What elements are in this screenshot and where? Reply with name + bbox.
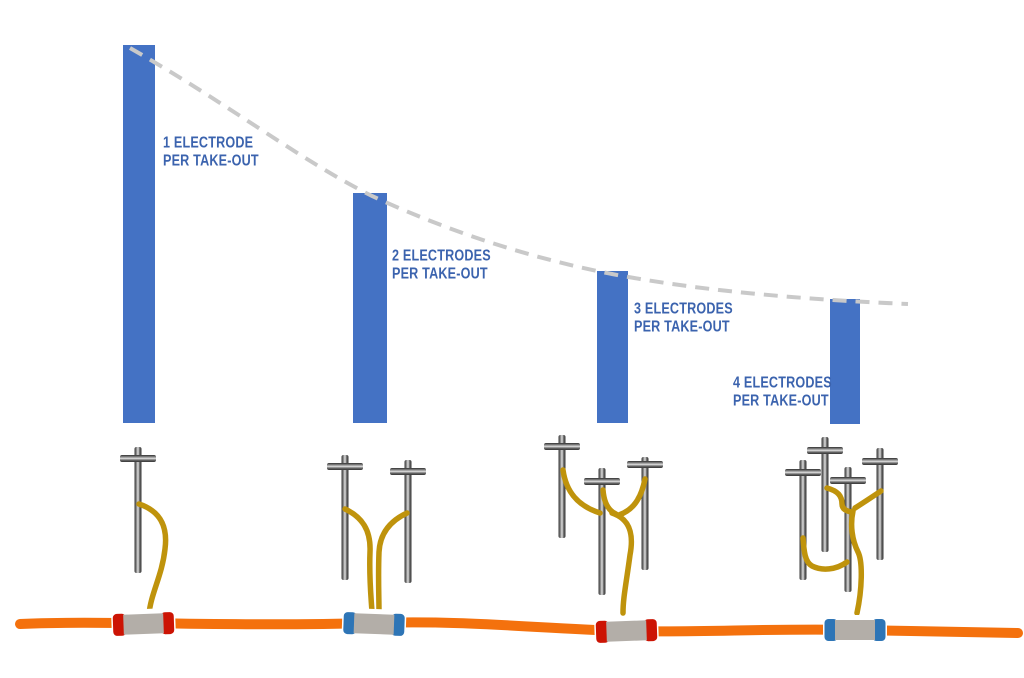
electrode-stake <box>404 460 412 583</box>
electrode-stake <box>134 447 142 573</box>
electrode-handle <box>120 455 156 462</box>
electrode-wire <box>616 476 648 518</box>
connector-cap <box>824 619 838 641</box>
electrode-group-1 <box>120 447 169 617</box>
electrode-stake <box>598 468 606 595</box>
electrode-wire <box>609 510 635 616</box>
electrode-handle <box>327 463 363 470</box>
electrode-handle <box>584 478 620 485</box>
bar-label-4: 4 ELECTRODES PER TAKE-OUT <box>733 373 832 409</box>
connector-body <box>606 620 647 642</box>
connector-cap <box>872 619 886 641</box>
electrode-handle <box>862 458 898 465</box>
electrode-wire <box>375 510 410 615</box>
electrode-handle <box>807 447 843 454</box>
bar-3-electrodes <box>597 271 628 423</box>
connector-cap <box>343 612 357 635</box>
bar-2-electrodes <box>353 193 387 423</box>
electrode-group-2 <box>327 455 426 615</box>
bar-1-electrode <box>123 45 155 423</box>
bar-label-line: PER TAKE-OUT <box>733 390 829 409</box>
connector-cap <box>160 612 175 635</box>
bar-label-2: 2 ELECTRODES PER TAKE-OUT <box>392 246 491 282</box>
electrode-stake <box>821 437 829 552</box>
connector-cap <box>112 613 127 636</box>
electrode-group-4 <box>785 437 898 616</box>
electrode-wire <box>800 535 850 572</box>
electrode-handle <box>830 477 866 484</box>
bar-label-line: PER TAKE-OUT <box>634 316 730 335</box>
takeout-connector-2 <box>341 608 407 640</box>
electrode-wire <box>342 506 375 615</box>
electrode-stake <box>876 448 884 560</box>
connector-body <box>123 613 164 635</box>
bar-label-line: PER TAKE-OUT <box>163 150 259 169</box>
bar-label-line: 1 ELECTRODE <box>163 133 254 151</box>
bar-4-electrodes <box>830 299 860 424</box>
takeout-connector-3 <box>594 615 659 647</box>
trend-curve <box>129 46 909 306</box>
connector-cap <box>643 619 658 642</box>
electrode-stake <box>341 455 349 580</box>
electrode-stake <box>641 457 649 570</box>
bar-label-line: 4 ELECTRODES <box>733 373 832 391</box>
electrode-handle <box>390 468 426 475</box>
electrode-handle <box>544 443 580 450</box>
electrode-handle <box>627 461 663 468</box>
electrode-wire <box>136 501 169 617</box>
electrode-wire <box>560 467 603 516</box>
connector-cap <box>391 613 405 636</box>
bar-label-3: 3 ELECTRODES PER TAKE-OUT <box>634 299 733 335</box>
bar-label-1: 1 ELECTRODE PER TAKE-OUT <box>163 133 259 169</box>
takeout-connector-4 <box>823 615 887 645</box>
electrode-handle <box>785 469 821 476</box>
electrode-wire <box>852 488 884 511</box>
bar-label-line: PER TAKE-OUT <box>392 263 488 282</box>
connector-body <box>353 613 395 635</box>
electrode-wire <box>824 485 854 515</box>
connector-cap <box>595 620 610 643</box>
connector-body <box>835 620 875 640</box>
electrode-wire <box>848 508 864 616</box>
takeout-connector-1 <box>111 608 176 640</box>
bar-label-line: 2 ELECTRODES <box>392 246 491 264</box>
electrode-group-3 <box>544 435 663 616</box>
electrode-stake <box>558 435 566 538</box>
bar-label-line: 3 ELECTRODES <box>634 299 733 317</box>
